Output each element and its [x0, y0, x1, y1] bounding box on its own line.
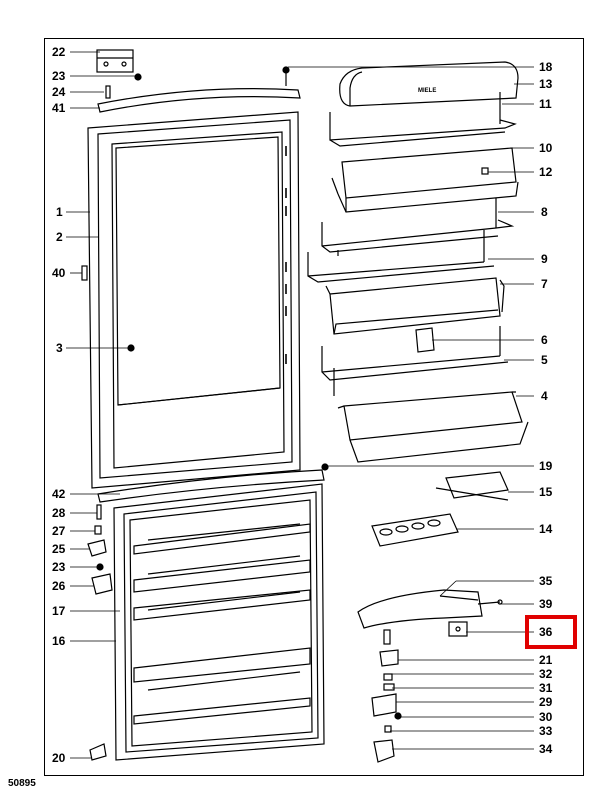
label-36: 36: [539, 625, 553, 639]
divider-clip-6: [415, 327, 435, 353]
highlight-box-part-36[interactable]: [525, 615, 577, 649]
label-20: 20: [52, 751, 66, 765]
butter-dish-15: [435, 471, 509, 501]
screw-23: [134, 73, 142, 81]
shelf-frame-5: [321, 326, 509, 396]
label-33: 33: [539, 724, 553, 738]
label-23-top: 23: [52, 69, 66, 83]
label-39: 39: [539, 597, 553, 611]
leader-lines: [66, 51, 534, 759]
reference-code: 50895: [8, 778, 36, 789]
brand-mark: MIELE: [418, 88, 436, 94]
lower-door: [113, 483, 325, 761]
label-11: 11: [539, 97, 552, 111]
hinge-block-36: [448, 621, 468, 637]
label-5: 5: [541, 353, 548, 367]
dairy-lid: MIELE: [339, 61, 519, 107]
label-17: 17: [52, 604, 66, 618]
screw-39: [477, 599, 503, 605]
label-31: 31: [539, 681, 553, 695]
label-6: 6: [541, 333, 548, 347]
shelf-frame-11: [329, 92, 517, 147]
label-7: 7: [541, 277, 548, 291]
top-hinge-bracket: [96, 49, 134, 73]
label-41: 41: [52, 101, 66, 115]
label-29: 29: [539, 695, 553, 709]
label-18: 18: [539, 60, 553, 74]
door-shelf-7: [325, 277, 505, 335]
label-27: 27: [52, 524, 66, 538]
label-40: 40: [52, 266, 66, 280]
label-15: 15: [539, 485, 553, 499]
door-shelf-4: [337, 391, 529, 463]
label-9: 9: [541, 252, 548, 266]
door-shelf-10: [331, 147, 519, 213]
label-10: 10: [539, 141, 553, 155]
part-labels: 22 23 24 41 1 2 40 3 42 28 27 25 23 26 1…: [52, 45, 553, 765]
top-cover-strip: [97, 88, 301, 113]
handle-40: [81, 265, 88, 281]
label-14: 14: [539, 522, 553, 536]
label-35: 35: [539, 574, 553, 588]
label-22: 22: [52, 45, 66, 59]
label-2: 2: [56, 230, 63, 244]
screw-3: [127, 344, 135, 352]
shelf-frame-9: [307, 230, 495, 283]
label-1: 1: [56, 205, 63, 219]
label-24: 24: [52, 85, 66, 99]
label-21: 21: [539, 653, 553, 667]
pin-24: [105, 85, 111, 99]
pin-19: [321, 463, 329, 471]
label-3: 3: [56, 341, 63, 355]
egg-tray-14: [371, 513, 459, 547]
lower-left-parts: [87, 504, 113, 761]
label-19: 19: [539, 459, 553, 473]
label-4: 4: [541, 389, 548, 403]
hinge-stack: [371, 629, 402, 763]
label-23-bottom: 23: [52, 560, 66, 574]
label-42: 42: [52, 487, 66, 501]
label-28: 28: [52, 506, 66, 520]
label-32: 32: [539, 667, 553, 681]
label-30: 30: [539, 710, 553, 724]
label-26: 26: [52, 579, 66, 593]
label-12: 12: [539, 165, 553, 179]
label-25: 25: [52, 542, 66, 556]
label-8: 8: [541, 205, 548, 219]
label-13: 13: [539, 77, 553, 91]
lower-door-top-strip: [97, 469, 325, 503]
shelf-frame-8: [321, 198, 515, 256]
label-34: 34: [539, 742, 553, 756]
upper-door: [87, 111, 301, 489]
label-16: 16: [52, 634, 66, 648]
diagram-frame: [44, 38, 584, 776]
